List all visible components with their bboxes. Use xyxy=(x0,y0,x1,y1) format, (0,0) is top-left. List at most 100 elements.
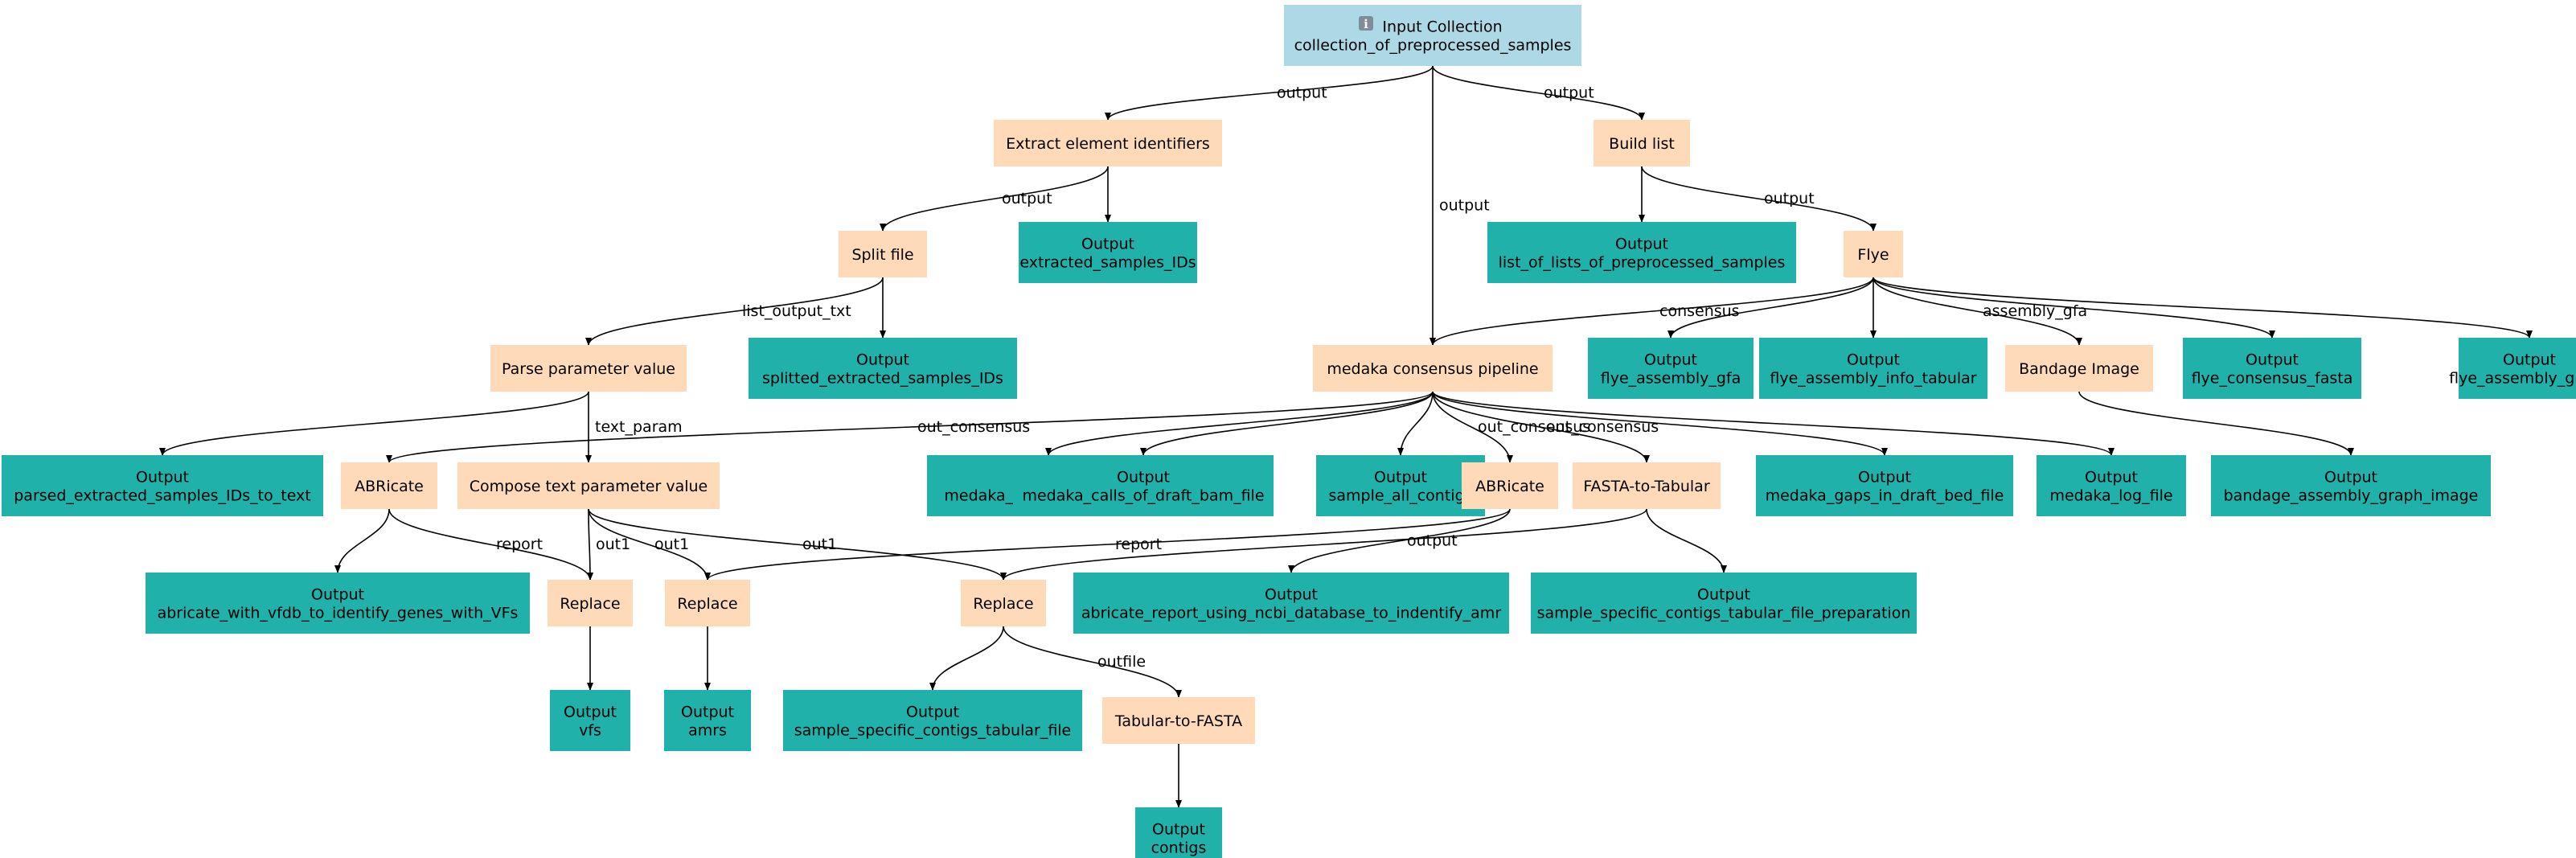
edge-input-to-extract: output xyxy=(1105,65,1434,121)
edge-line xyxy=(1288,508,1511,573)
edge-label: out_consensus xyxy=(917,418,1030,436)
node-label-line: Replace xyxy=(677,595,737,613)
node-bandage: Bandage Image xyxy=(2005,345,2153,392)
node-parse: Parse parameter value xyxy=(490,345,687,392)
node-label-line: vfs xyxy=(579,722,601,740)
edge-line xyxy=(1667,277,1874,339)
node-out_ncbi: Outputabricate_report_using_ncbi_databas… xyxy=(1073,573,1509,634)
node-fasta2tab: FASTA-to-Tabular xyxy=(1573,462,1721,509)
node-label-line: Output xyxy=(1858,469,1911,486)
edge-line xyxy=(1641,166,1877,232)
node-label-line: parsed_extracted_samples_IDs_to_text xyxy=(14,487,311,505)
edge-line xyxy=(1873,277,2082,346)
edge-parse-to-compose: text_param xyxy=(585,392,683,463)
edge-abricate2-to-replace2: report xyxy=(704,508,1511,581)
edge-label: output xyxy=(1002,190,1052,207)
edge-compose-to-replace3: out1 xyxy=(588,508,1007,581)
edge-medaka-to-abricate1: out_consensus xyxy=(386,391,1434,463)
node-out_tabfile: Outputsample_specific_contigs_tabular_fi… xyxy=(783,690,1082,751)
step-box xyxy=(490,345,687,392)
node-label-line: Output xyxy=(681,704,734,721)
node-label-line: flye_assembly_graph xyxy=(2449,370,2576,388)
output-box xyxy=(749,338,1017,399)
edge-medaka-to-out_calls xyxy=(1140,391,1434,456)
step-box xyxy=(1313,345,1553,392)
node-compose: Compose text parameter value xyxy=(457,462,720,509)
edge-replace3-to-out_tabfile xyxy=(929,626,1004,691)
edge-line xyxy=(1397,391,1434,456)
node-label-line: Output xyxy=(2246,351,2299,369)
node-label-line: Output xyxy=(136,469,189,486)
edge-abricate2-to-out_ncbi: output xyxy=(1288,508,1511,573)
node-label-line: ABRicate xyxy=(1475,478,1544,495)
node-label-line: flye_consensus_fasta xyxy=(2192,370,2353,388)
edge-line xyxy=(386,391,1434,463)
edge-line xyxy=(1430,277,1874,346)
edge-extract-to-split: output xyxy=(880,166,1109,232)
node-input: Input Collectioncollection_of_preprocess… xyxy=(1284,5,1581,66)
output-box xyxy=(1019,222,1197,283)
node-replace3: Replace xyxy=(961,580,1046,626)
output-box xyxy=(2459,338,2576,399)
edge-line xyxy=(880,166,1109,232)
edge-medaka-to-out_gaps xyxy=(1432,391,1888,456)
info-icon: ℹ xyxy=(1359,16,1373,31)
node-label-line: Output xyxy=(906,704,959,721)
node-label-line: Bandage Image xyxy=(2019,360,2139,378)
node-medaka: medaka consensus pipeline xyxy=(1313,345,1553,392)
edge-line xyxy=(588,508,1007,581)
edge-line xyxy=(1105,65,1434,121)
edge-label: out1 xyxy=(654,536,689,553)
edge-compose-to-replace2: out1 xyxy=(588,508,711,581)
node-label-line: ABRicate xyxy=(355,478,424,495)
edge-line xyxy=(1432,391,1650,463)
node-abricate1: ABRicate xyxy=(341,462,437,509)
edge-input-to-buildlist: output xyxy=(1432,65,1645,121)
output-box xyxy=(1531,573,1917,634)
node-out_vfdb: Outputabricate_with_vfdb_to_identify_gen… xyxy=(146,573,530,634)
step-box xyxy=(1462,462,1558,509)
node-label-line: Output xyxy=(311,586,364,604)
node-flye: Flye xyxy=(1844,231,1903,277)
node-out_lists: Outputlist_of_lists_of_preprocessed_samp… xyxy=(1487,222,1796,283)
output-box xyxy=(1073,573,1509,634)
svg-text:ℹ: ℹ xyxy=(1364,17,1368,31)
edge-fasta2tab-to-out_prep xyxy=(1646,508,1727,573)
edge-replace3-to-tab2fasta: outfile xyxy=(1003,626,1182,698)
edge-label: consensus xyxy=(1659,302,1740,320)
edge-line xyxy=(1140,391,1434,456)
output-box xyxy=(2183,338,2361,399)
node-abricate2: ABRicate xyxy=(1462,462,1558,509)
node-label-line: Parse parameter value xyxy=(502,360,675,378)
node-label-line: Output xyxy=(1847,351,1900,369)
edge-line xyxy=(1003,626,1182,698)
edge-line xyxy=(929,626,1004,691)
edge-label: output xyxy=(1439,197,1490,215)
edge-line xyxy=(1432,391,2115,456)
step-box xyxy=(994,120,1222,166)
edge-abricate1-to-out_vfdb xyxy=(334,508,390,573)
edge-label: output xyxy=(1544,84,1594,102)
node-label-line: Output xyxy=(1081,236,1134,253)
step-box xyxy=(961,580,1046,626)
edge-label: output xyxy=(1764,190,1815,207)
node-label-line: flye_assembly_gfa xyxy=(1601,370,1741,388)
node-label-line: Output xyxy=(1374,469,1427,486)
edge-label: output xyxy=(1407,532,1458,550)
edge-line xyxy=(704,508,1511,581)
edge-line xyxy=(334,508,390,573)
step-box xyxy=(548,580,633,626)
node-label-line: list_of_lists_of_preprocessed_samples xyxy=(1499,254,1786,272)
edge-label: text_param xyxy=(595,418,683,436)
node-label-line: collection_of_preprocessed_samples xyxy=(1294,37,1572,55)
node-buildlist: Build list xyxy=(1594,120,1690,166)
edge-label: output xyxy=(1277,84,1327,102)
node-label-line: sample_specific_contigs_tabular_file xyxy=(794,722,1072,740)
